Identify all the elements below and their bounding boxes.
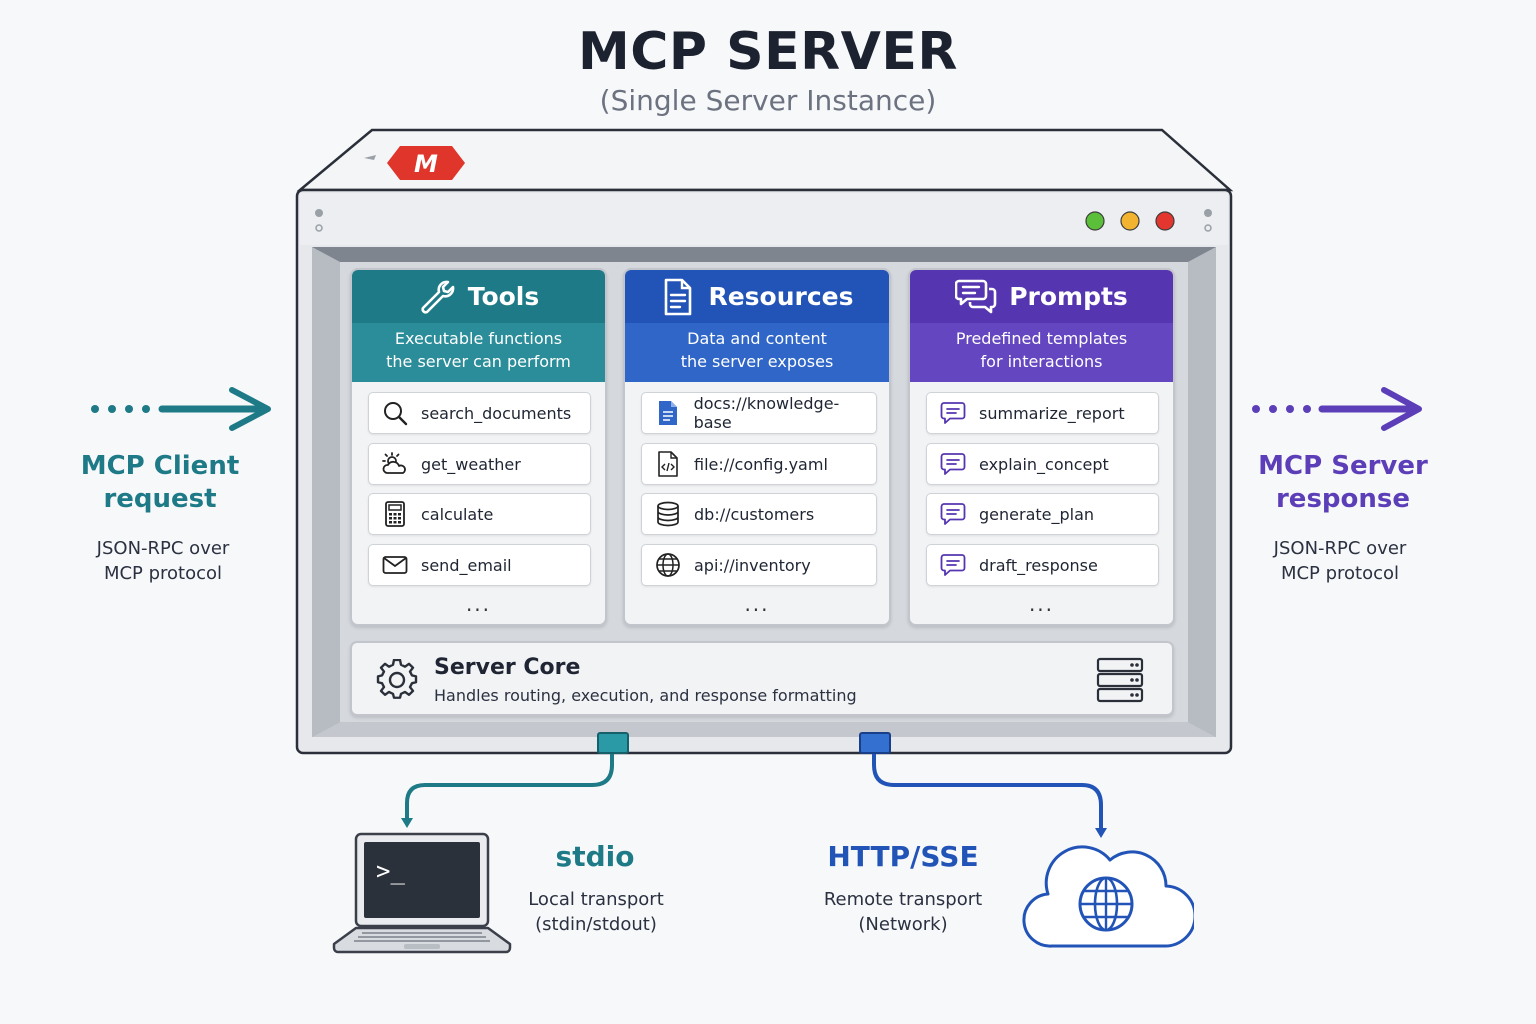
prompt-item-label: generate_plan (979, 504, 1095, 524)
chat-icon (940, 453, 966, 475)
page-title: MCP SERVER (578, 22, 958, 82)
server-core-desc: Handles routing, execution, and response… (434, 686, 857, 705)
yellow-light-icon (1120, 211, 1140, 231)
mail-icon (382, 556, 408, 574)
weather-icon (382, 452, 406, 474)
tools-desc-line1: Executable functions (394, 329, 563, 348)
code-file-icon (658, 451, 678, 477)
wrench-icon (421, 280, 455, 314)
resource-item-label: api://inventory (694, 555, 811, 575)
prompts-header: Prompts Predefined templates for interac… (910, 270, 1173, 382)
client-request-desc: JSON-RPC over MCP protocol (53, 536, 273, 586)
prompt-item-generate-plan[interactable]: generate_plan (926, 493, 1159, 535)
stdio-desc-line1: Local transport (528, 889, 664, 910)
prompt-item-label: draft_response (979, 555, 1098, 575)
http-desc-line2: (Network) (858, 914, 948, 935)
response-title-line1: MCP Server (1258, 451, 1428, 481)
logo-letter: M (414, 150, 438, 178)
prompt-item-draft-response[interactable]: draft_response (926, 544, 1159, 586)
document-icon (658, 401, 677, 425)
resources-desc-line2: the server exposes (680, 352, 834, 371)
tool-item-send-email[interactable]: send_email (368, 544, 591, 586)
client-request-title: MCP Client request (50, 450, 270, 516)
server-response-desc: JSON-RPC over MCP protocol (1230, 536, 1450, 586)
tool-item-label: send_email (421, 555, 512, 575)
resource-item-customers[interactable]: db://customers (641, 493, 877, 535)
tool-item-label: get_weather (421, 454, 521, 474)
tool-item-label: calculate (421, 504, 494, 524)
prompts-title: Prompts (1009, 282, 1128, 311)
prompt-item-label: summarize_report (979, 403, 1125, 423)
resource-item-config-yaml[interactable]: file://config.yaml (641, 443, 877, 485)
prompt-item-summarize-report[interactable]: summarize_report (926, 392, 1159, 434)
chat-icon (940, 503, 966, 525)
search-icon (384, 402, 408, 426)
page-subtitle: (Single Server Instance) (599, 84, 937, 117)
prompts-more: ... (1028, 592, 1055, 616)
client-title-line2: request (103, 484, 217, 514)
globe-icon (656, 553, 680, 577)
response-desc-line1: JSON-RPC over (1273, 538, 1407, 559)
chat-bubbles-icon (955, 279, 997, 313)
resource-item-label: file://config.yaml (694, 454, 828, 474)
resources-desc-line1: Data and content (687, 329, 827, 348)
tool-item-calculate[interactable]: calculate (368, 493, 591, 535)
green-light-icon (1085, 211, 1105, 231)
server-response-title: MCP Server response (1233, 450, 1453, 516)
tool-item-get-weather[interactable]: get_weather (368, 443, 591, 485)
resource-item-inventory[interactable]: api://inventory (641, 544, 877, 586)
chat-icon (940, 402, 966, 424)
client-desc-line1: JSON-RPC over (96, 538, 230, 559)
resource-item-label: db://customers (694, 504, 815, 524)
server-rack-icon (1096, 657, 1144, 703)
tools-header: Tools Executable functions the server ca… (352, 270, 605, 382)
red-light-icon (1155, 211, 1175, 231)
document-stack-icon (665, 278, 692, 315)
resources-header: Resources Data and content the server ex… (625, 270, 889, 382)
tools-title: Tools (467, 282, 540, 311)
server-core-title: Server Core (434, 655, 581, 680)
prompts-desc-line2: for interactions (980, 352, 1103, 371)
tools-panel: Tools Executable functions the server ca… (350, 268, 607, 626)
prompt-item-label: explain_concept (979, 454, 1109, 474)
resource-item-knowledge-base[interactable]: docs://knowledge-base (641, 392, 877, 434)
resources-title: Resources (708, 282, 854, 311)
resources-more: ... (744, 592, 770, 616)
client-title-line1: MCP Client (80, 451, 240, 481)
gear-icon (376, 659, 418, 699)
stdio-title: stdio (555, 840, 635, 873)
terminal-prompt: >_ (376, 857, 405, 885)
http-desc-line1: Remote transport (823, 889, 983, 910)
calculator-icon (385, 501, 405, 527)
mcp-logo: M (386, 144, 466, 182)
server-core-panel: Server Core Handles routing, execution, … (350, 641, 1174, 716)
http-sse-desc: Remote transport (Network) (783, 887, 1023, 937)
resources-panel: Resources Data and content the server ex… (623, 268, 891, 626)
tools-desc-line2: the server can perform (386, 352, 571, 371)
prompts-desc-line1: Predefined templates (955, 329, 1128, 348)
client-desc-line2: MCP protocol (103, 563, 223, 584)
http-sse-title: HTTP/SSE (827, 840, 979, 873)
response-title-line2: response (1275, 484, 1411, 514)
database-icon (657, 501, 679, 527)
laptop-terminal-icon: >_ (332, 832, 514, 956)
cloud-globe-icon (1022, 842, 1197, 952)
prompts-panel: Prompts Predefined templates for interac… (908, 268, 1175, 626)
tool-item-search-documents[interactable]: search_documents (368, 392, 591, 434)
chat-icon (940, 554, 966, 576)
stdio-desc: Local transport (stdin/stdout) (476, 887, 716, 937)
resource-item-label: docs://knowledge-base (693, 394, 840, 432)
prompt-item-explain-concept[interactable]: explain_concept (926, 443, 1159, 485)
response-desc-line2: MCP protocol (1280, 563, 1400, 584)
stdio-desc-line2: (stdin/stdout) (535, 914, 657, 935)
tools-more: ... (465, 592, 492, 616)
tool-item-label: search_documents (421, 403, 572, 423)
window-lights (1084, 210, 1184, 232)
